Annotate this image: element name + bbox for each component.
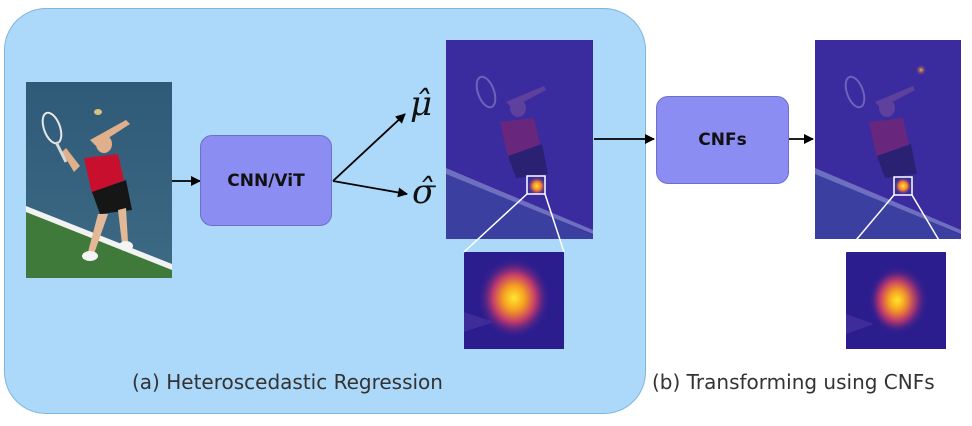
- mu-hat-label: μ̂: [410, 84, 433, 124]
- zoom-line-right-a: [544, 193, 565, 253]
- cnf-zoom-crop: [846, 252, 946, 349]
- arrow-network-to-mu: [332, 113, 406, 182]
- regression-zoom-crop: [464, 252, 564, 349]
- network-block: CNN/ViT: [200, 135, 332, 226]
- caption-a: (a) Heteroscedastic Regression: [132, 370, 443, 394]
- network-block-label: CNN/ViT: [227, 170, 305, 191]
- zoom-line-left-a: [463, 193, 528, 253]
- cnf-block: CNFs: [656, 96, 789, 184]
- caption-b: (b) Transforming using CNFs: [652, 370, 935, 394]
- input-image: [26, 82, 172, 278]
- zoom-line-left-b: [845, 194, 895, 253]
- regression-heatmap-image: [446, 40, 593, 239]
- arrow-network-to-sigma: [332, 180, 408, 198]
- sigma-hat-label: σ̂: [412, 172, 436, 212]
- zoom-line-right-b: [911, 194, 947, 253]
- cnf-block-label: CNFs: [698, 130, 747, 150]
